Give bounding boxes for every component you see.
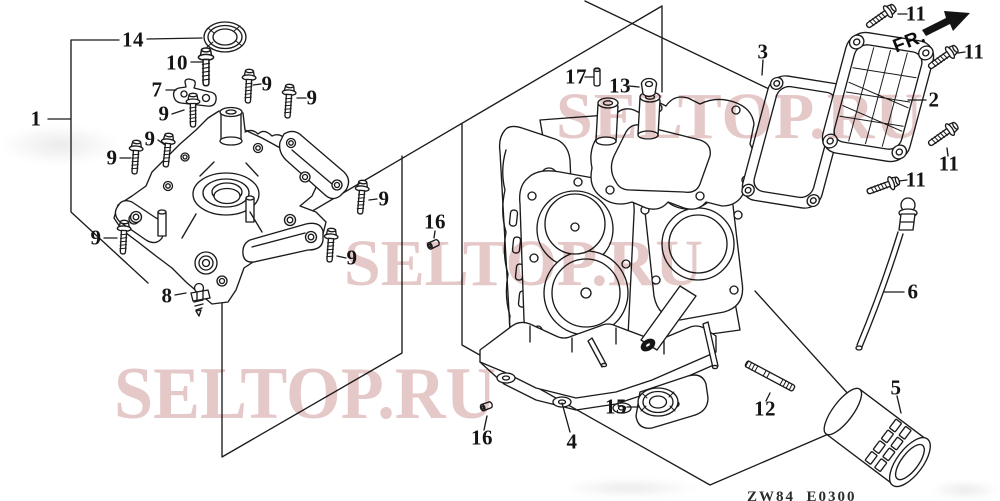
- callout-2: 2: [928, 87, 940, 112]
- callout-15: 15: [605, 394, 627, 419]
- stud-12: [744, 360, 796, 392]
- callout-7: 7: [151, 77, 163, 102]
- callout-11: 11: [963, 39, 985, 64]
- callout-9: 9: [306, 85, 318, 110]
- callout-9: 9: [144, 126, 156, 151]
- watermark-middle: SELTOP.RU: [344, 227, 703, 300]
- watermark-top: SELTOP.RU: [556, 80, 924, 153]
- callout-6: 6: [907, 279, 919, 304]
- fr-arrow-icon: [922, 11, 970, 36]
- callout-9: 9: [378, 186, 390, 211]
- callout-8: 8: [161, 283, 173, 308]
- scan-noise: [560, 478, 700, 498]
- oil-filter-5: [823, 387, 931, 488]
- drawing-code: ZW84 E0300: [747, 489, 857, 501]
- callout-16: 16: [424, 209, 446, 234]
- callout-9: 9: [261, 71, 273, 96]
- callout-11: 11: [905, 167, 927, 192]
- scan-noise: [0, 125, 120, 165]
- callout-10: 10: [166, 50, 188, 75]
- pin-17: [593, 67, 601, 87]
- oil-seal-15: [637, 387, 679, 417]
- callout-9: 9: [158, 101, 170, 126]
- callout-9: 9: [90, 225, 102, 250]
- callout-16: 16: [471, 425, 493, 450]
- callout-5: 5: [890, 375, 902, 400]
- crankcase-gasket: [590, 96, 756, 210]
- callout-9: 9: [107, 147, 118, 169]
- stay-plate-7: [172, 78, 217, 107]
- breather-gasket-3: [741, 75, 849, 209]
- dipstick-6: [855, 197, 918, 351]
- callout-11: 11: [905, 1, 927, 26]
- callout-14: 14: [122, 27, 144, 52]
- bolt-10: [197, 47, 215, 87]
- dowel-13: [640, 77, 658, 98]
- callout-1: 1: [30, 106, 42, 131]
- scan-noise: [930, 480, 1000, 500]
- callout-9: 9: [346, 245, 358, 270]
- leader-lines: [103, 13, 966, 433]
- watermark-bottom: SELTOP.RU: [114, 353, 497, 435]
- oil-seal-14: [203, 21, 247, 53]
- callout-3: 3: [757, 39, 769, 64]
- callout-12: 12: [754, 396, 776, 421]
- callout-17: 17: [565, 64, 587, 89]
- callout-4: 4: [566, 429, 578, 454]
- callout-13: 13: [609, 73, 631, 98]
- oil-switch-8: [190, 282, 211, 317]
- callout-11: 11: [938, 151, 960, 176]
- breather-cover-2: [821, 31, 935, 163]
